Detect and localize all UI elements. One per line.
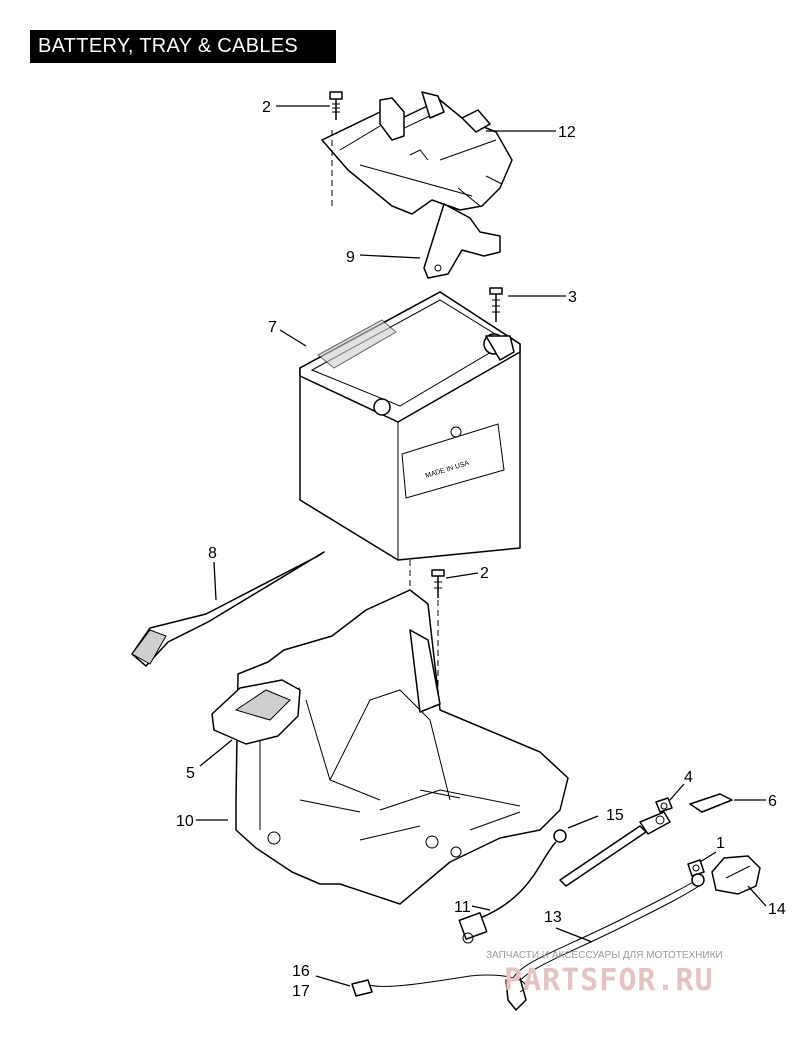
callout-15: 15 (606, 807, 624, 824)
battery-cable-lead (351, 974, 526, 997)
battery-tray (235, 589, 569, 905)
callout-13: 13 (544, 909, 562, 926)
callout-4: 4 (684, 769, 693, 786)
callout-11: 11 (454, 899, 471, 916)
callout-17: 17 (292, 983, 310, 1000)
diagram-title: BATTERY, TRAY & CABLES (30, 30, 336, 63)
terminal-nut (687, 859, 705, 877)
positive-cable-long (505, 873, 705, 1011)
battery-terminal-bolt (489, 287, 503, 322)
callout-14: 14 (768, 901, 786, 918)
callout-8: 8 (208, 545, 217, 562)
callout-3: 3 (568, 289, 577, 306)
callout-6: 6 (768, 793, 777, 810)
ground-cable (458, 829, 567, 944)
callout-9: 9 (346, 249, 355, 266)
battery-hold-down-bracket (321, 91, 513, 215)
battery-tray-clip (211, 679, 301, 745)
screw-top (329, 91, 343, 120)
battery-bracket-extension (423, 203, 501, 279)
callout-1: 1 (716, 835, 725, 852)
callout-12: 12 (558, 124, 576, 141)
watermark-logo: PARTSFOR.RU (504, 963, 714, 998)
watermark-tagline: ЗАПЧАСТИ И АКСЕССУАРЫ ДЛЯ МОТОТЕХНИКИ (486, 950, 723, 961)
hex-nut (655, 797, 673, 813)
callout-7: 7 (268, 319, 277, 336)
battery-strap (131, 551, 325, 667)
callout-10: 10 (176, 813, 194, 830)
callout-2-middle: 2 (480, 565, 489, 582)
callout-2-top: 2 (262, 99, 271, 116)
callout-5: 5 (186, 765, 195, 782)
positive-cable-short (559, 811, 671, 887)
terminal-boot (711, 855, 761, 895)
battery: MADE IN USA (299, 291, 521, 600)
callout-16: 16 (292, 963, 310, 980)
terminal-pad (689, 793, 733, 813)
